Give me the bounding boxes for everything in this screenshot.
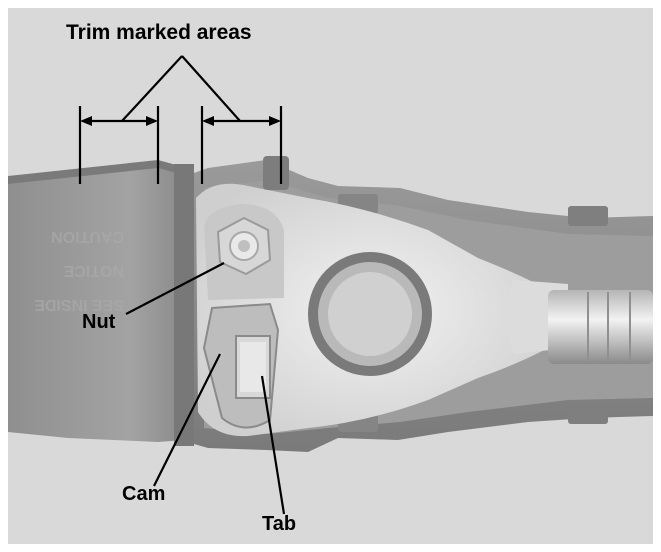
nut-callout-label: Nut [82,311,116,333]
hinge-strip [174,164,194,446]
battery-terminal-photo: CAUTION NOTICE SEE INSIDE [8,8,653,544]
hinged-cover [8,164,184,442]
tab-callout-label: Tab [262,513,297,535]
cover-embossed-text: SEE INSIDE [34,296,124,313]
cover-embossed-text: NOTICE [63,262,124,279]
trim-marked-areas-label: Trim marked areas [66,21,252,44]
cover-embossed-text: CAUTION [51,228,124,245]
cable [548,290,653,364]
cam-callout-label: Cam [122,483,166,505]
